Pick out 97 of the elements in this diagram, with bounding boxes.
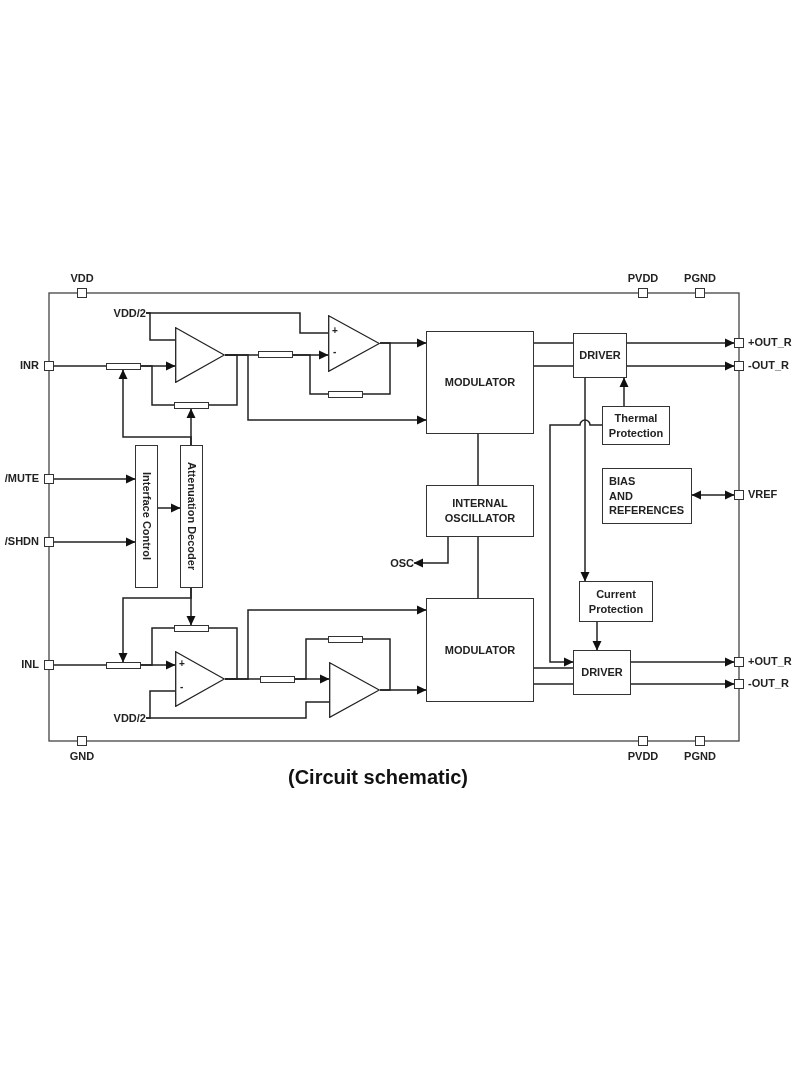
pin-label: GND [68,750,96,762]
signal-arrow [580,377,590,582]
pin-terminal [638,288,648,298]
signal-arrow [53,474,136,484]
signal-arrow [186,408,196,446]
pin-terminal [77,288,87,298]
pin-label: /MUTE [3,472,39,484]
signal-arrow [691,490,735,500]
function-block: Interface Control [135,445,158,588]
pin-terminal [44,537,54,547]
signal-arrow [157,503,181,513]
signal-arrow [413,536,449,568]
function-block: INTERNAL OSCILLATOR [426,485,534,537]
signal-line [477,433,479,486]
signal-line [533,683,574,685]
signal-arrow [630,657,735,667]
signal-line [292,354,329,395]
pin-terminal [77,736,87,746]
signal-arrow [626,361,735,371]
pin-terminal [734,657,744,667]
resistor-symbol [258,351,293,358]
pin-label: PGND [683,750,717,762]
pin-label: +OUT_R [748,336,792,348]
pin-terminal [638,736,648,746]
signal-line [208,627,238,680]
function-block: DRIVER [573,333,627,378]
function-block: BIAS AND REFERENCES [602,468,692,524]
op-amp-symbol [175,327,225,383]
signal-name: VDD/2 [96,306,146,320]
pin-label: VREF [748,488,778,500]
signal-line [140,365,175,406]
resistor-symbol [328,636,363,643]
signal-line [477,536,479,599]
signal-arrow [626,338,735,348]
signal-line [53,664,107,666]
resistor-symbol [106,662,141,669]
resistor-symbol [328,391,363,398]
pin-label: PVDD [626,272,660,284]
pin-label: PVDD [626,750,660,762]
signal-arrow [592,621,602,651]
op-amp-symbol [175,651,225,707]
signal-arrow [224,605,427,680]
signal-name: VDD/2 [96,711,146,725]
signal-line [533,365,574,367]
pin-terminal [44,474,54,484]
signal-line [145,312,329,334]
pin-label: VDD [69,272,95,284]
signal-arrow [53,537,136,547]
op-amp-symbol [328,315,380,372]
function-block: DRIVER [573,650,631,695]
function-block: MODULATOR [426,331,534,434]
signal-line [533,342,574,344]
function-block: Current Protection [579,581,653,622]
resistor-symbol [174,625,209,632]
signal-line [53,365,107,367]
polarity-sign: - [333,346,337,357]
signal-arrow [630,679,735,689]
polarity-sign: + [179,658,185,669]
signal-arrow [619,377,629,407]
function-block: Thermal Protection [602,406,670,445]
pin-label: PGND [683,272,717,284]
pin-terminal [734,338,744,348]
signal-arrow [379,338,427,348]
signal-line [533,667,574,669]
pin-terminal [695,288,705,298]
pin-label: -OUT_R [748,359,789,371]
pin-label: INL [20,658,39,670]
signal-line [208,354,238,406]
pin-label: -OUT_R [748,677,789,689]
signal-arrow [224,354,427,425]
pin-terminal [44,660,54,670]
function-block: MODULATOR [426,598,534,702]
pin-terminal [695,736,705,746]
pin-label: INR [19,359,39,371]
signal-arrow [118,587,192,663]
pin-terminal [44,361,54,371]
pin-terminal [734,361,744,371]
op-amp-symbol [329,662,380,718]
pin-terminal [734,679,744,689]
pin-label: /SHDN [3,535,39,547]
signal-line [294,638,329,680]
signal-line [362,638,391,691]
signal-line [140,627,175,666]
signal-arrow [379,685,427,695]
signal-arrow [549,419,603,667]
resistor-symbol [174,402,209,409]
signal-name: OSC [384,556,414,570]
signal-line [145,701,330,719]
caption: (Circuit schematic) [286,766,470,789]
resistor-symbol [260,676,295,683]
pin-label: +OUT_R [748,655,792,667]
polarity-sign: - [180,681,184,692]
pin-terminal [734,490,744,500]
function-block: Attenuation Decoder [180,445,203,588]
polarity-sign: + [332,325,338,336]
resistor-symbol [106,363,141,370]
signal-line [362,342,391,395]
